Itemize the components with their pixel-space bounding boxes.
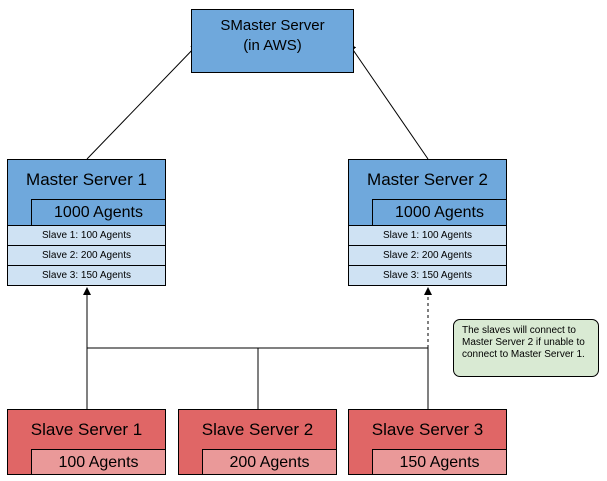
- slave-1-title: Slave Server 1: [30, 420, 143, 439]
- master-2-slave-row: Slave 2: 200 Agents: [348, 245, 507, 266]
- master-server-2: Master Server 2 1000 Agents: [348, 159, 507, 226]
- slave-server-3: Slave Server 3 150 Agents: [348, 409, 507, 475]
- master-1-agents: 1000 Agents: [31, 199, 166, 226]
- slave-server-2: Slave Server 2 200 Agents: [178, 409, 337, 475]
- slave-2-agents: 200 Agents: [202, 449, 337, 475]
- slave-3-agents: 150 Agents: [372, 449, 507, 475]
- master-1-slave-row: Slave 2: 200 Agents: [7, 245, 166, 266]
- master-2-slave-row: Slave 1: 100 Agents: [348, 225, 507, 246]
- master-2-title: Master Server 2: [367, 170, 488, 189]
- master-2-slave-row: Slave 3: 150 Agents: [348, 265, 507, 286]
- arrow-master2-to-smaster: [348, 43, 429, 160]
- master-2-agents: 1000 Agents: [372, 199, 507, 226]
- master-1-title: Master Server 1: [26, 170, 147, 189]
- slave-server-1: Slave Server 1 100 Agents: [7, 409, 166, 475]
- master-server-1: Master Server 1 1000 Agents: [7, 159, 166, 226]
- master-1-slave-row: Slave 1: 100 Agents: [7, 225, 166, 246]
- slave-1-agents: 100 Agents: [31, 449, 166, 475]
- smaster-server: SMaster Server (in AWS): [191, 9, 354, 73]
- smaster-title: SMaster Server (in AWS): [220, 17, 325, 54]
- arrow-master1-to-smaster: [86, 43, 199, 160]
- slave-3-title: Slave Server 3: [371, 420, 484, 439]
- failover-note: The slaves will connect to Master Server…: [453, 319, 599, 377]
- slave-2-title: Slave Server 2: [201, 420, 314, 439]
- master-1-slave-row: Slave 3: 150 Agents: [7, 265, 166, 286]
